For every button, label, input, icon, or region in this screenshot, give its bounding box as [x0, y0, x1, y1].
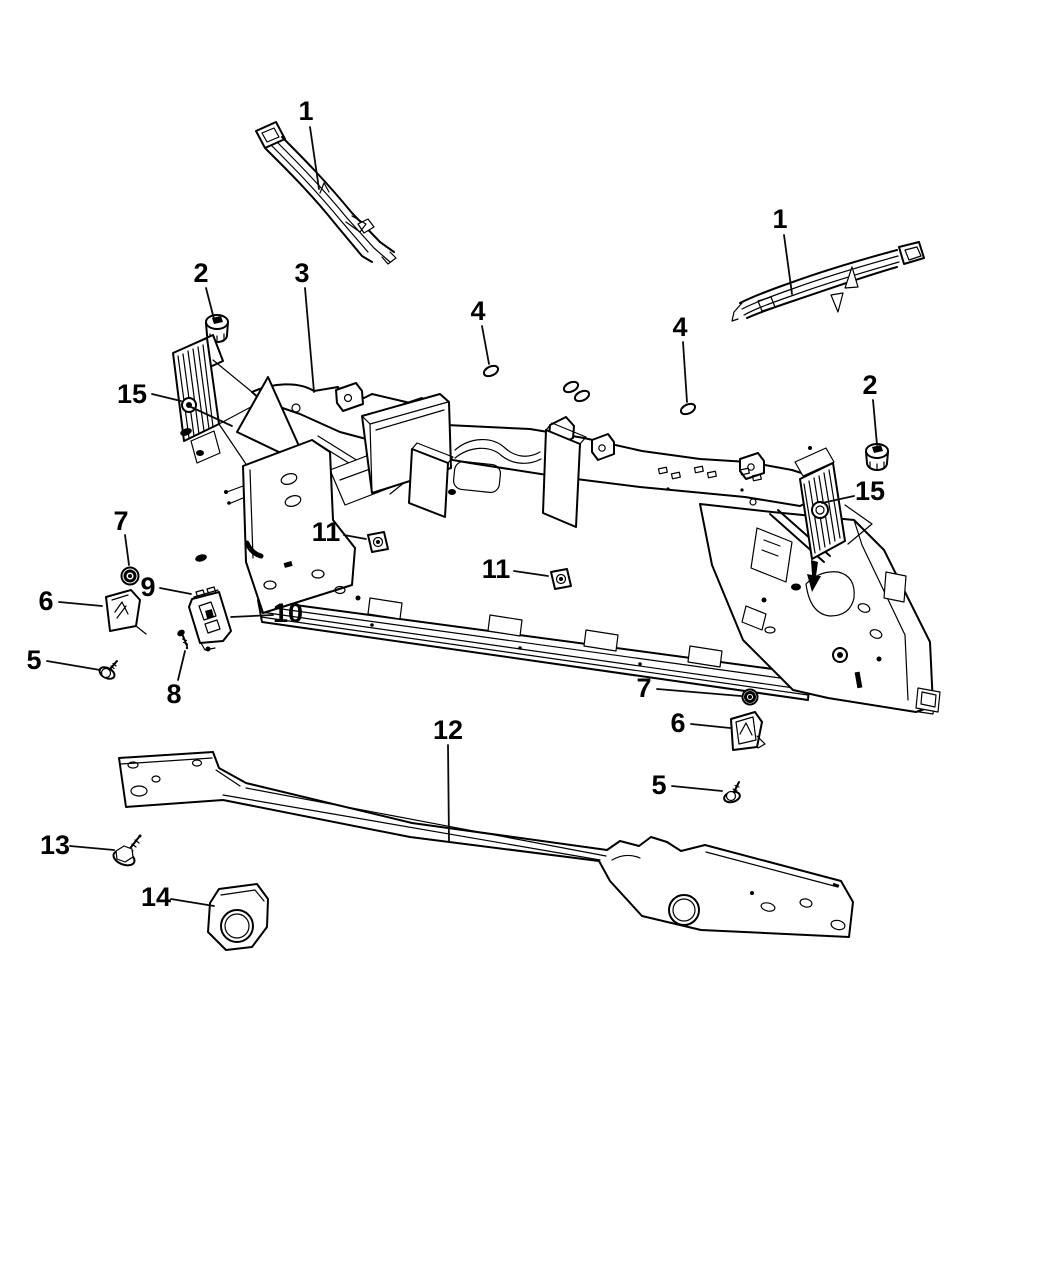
leader-line-7a [124, 534, 130, 566]
callout-15b[interactable]: 15 [855, 476, 885, 506]
part-1-left-rail [255, 121, 397, 265]
leader-line-15a [151, 393, 182, 402]
leader-line-3 [304, 287, 315, 393]
leader-line-6a [58, 601, 103, 607]
beam-detail-marks [657, 465, 762, 506]
part-12-lower-crossmember [118, 751, 854, 938]
leader-line-10 [230, 614, 274, 618]
part-2-nut-left [205, 314, 229, 343]
part-15-mount-left [172, 334, 263, 471]
callout-11a[interactable]: 11 [312, 517, 341, 547]
leader-line-8 [177, 650, 186, 681]
part-14-bracket [207, 883, 269, 951]
leader-line-13 [69, 845, 115, 851]
part-4-plugs [482, 364, 697, 416]
callout-1b[interactable]: 1 [772, 204, 787, 234]
leader-line-15b [821, 495, 855, 504]
part-8-screw [177, 629, 189, 650]
leader-line-11a [343, 534, 367, 540]
part-6-bracket-right [730, 711, 766, 751]
part-1-right-rail [731, 241, 925, 322]
callout-10[interactable]: 10 [273, 598, 303, 628]
leader-line-7b [656, 688, 742, 697]
callout-15a[interactable]: 15 [117, 379, 147, 409]
lower-beam [257, 597, 936, 715]
part-7-washer-right [741, 688, 759, 706]
part-15-mount-right [741, 446, 873, 631]
part-11-clip-left [367, 531, 389, 553]
leader-line-6b [690, 723, 731, 729]
leader-line-1b [783, 234, 793, 295]
callout-7b[interactable]: 7 [636, 673, 651, 703]
callout-4b[interactable]: 4 [672, 312, 687, 342]
part-6-bracket-left [105, 589, 147, 635]
leader-line-11b [513, 570, 549, 577]
part-3-radiator-support [172, 334, 941, 715]
callout-4a[interactable]: 4 [470, 296, 485, 326]
leader-line-2a [205, 287, 215, 320]
part-7-washer-left [120, 566, 140, 586]
leader-line-14 [170, 898, 215, 907]
leader-line-9 [159, 587, 192, 595]
leader-line-2b [872, 399, 878, 446]
leader-line-15a [190, 406, 233, 427]
callout-5a[interactable]: 5 [26, 645, 41, 675]
leader-line-5a [46, 660, 101, 671]
callout-12[interactable]: 12 [433, 715, 463, 745]
callout-6a[interactable]: 6 [38, 586, 53, 616]
beam-boxes [361, 393, 587, 528]
part-10-bracket [188, 591, 232, 652]
callout-2a[interactable]: 2 [193, 258, 208, 288]
part-5-bolt-left [98, 660, 118, 680]
left-side-panel [195, 439, 361, 614]
callout-8[interactable]: 8 [166, 679, 181, 709]
callout-2b[interactable]: 2 [862, 370, 877, 400]
leader-line-4b [682, 341, 688, 403]
leader-line-4a [481, 325, 490, 365]
leader-line-5b [671, 785, 723, 792]
part-13-bolt [112, 834, 142, 867]
part-5-bolt-right [723, 781, 741, 804]
callout-14[interactable]: 14 [141, 882, 171, 912]
callout-7a[interactable]: 7 [113, 506, 128, 536]
callout-3[interactable]: 3 [294, 258, 309, 288]
callout-11b[interactable]: 11 [482, 554, 511, 584]
leader-line-1a [309, 126, 320, 190]
callout-9[interactable]: 9 [140, 572, 155, 602]
callout-5b[interactable]: 5 [651, 770, 666, 800]
part-11-clip-right [550, 568, 572, 590]
leader-line-12 [447, 744, 450, 842]
callout-6b[interactable]: 6 [670, 708, 685, 738]
callout-13[interactable]: 13 [40, 830, 70, 860]
callout-1a[interactable]: 1 [298, 96, 313, 126]
